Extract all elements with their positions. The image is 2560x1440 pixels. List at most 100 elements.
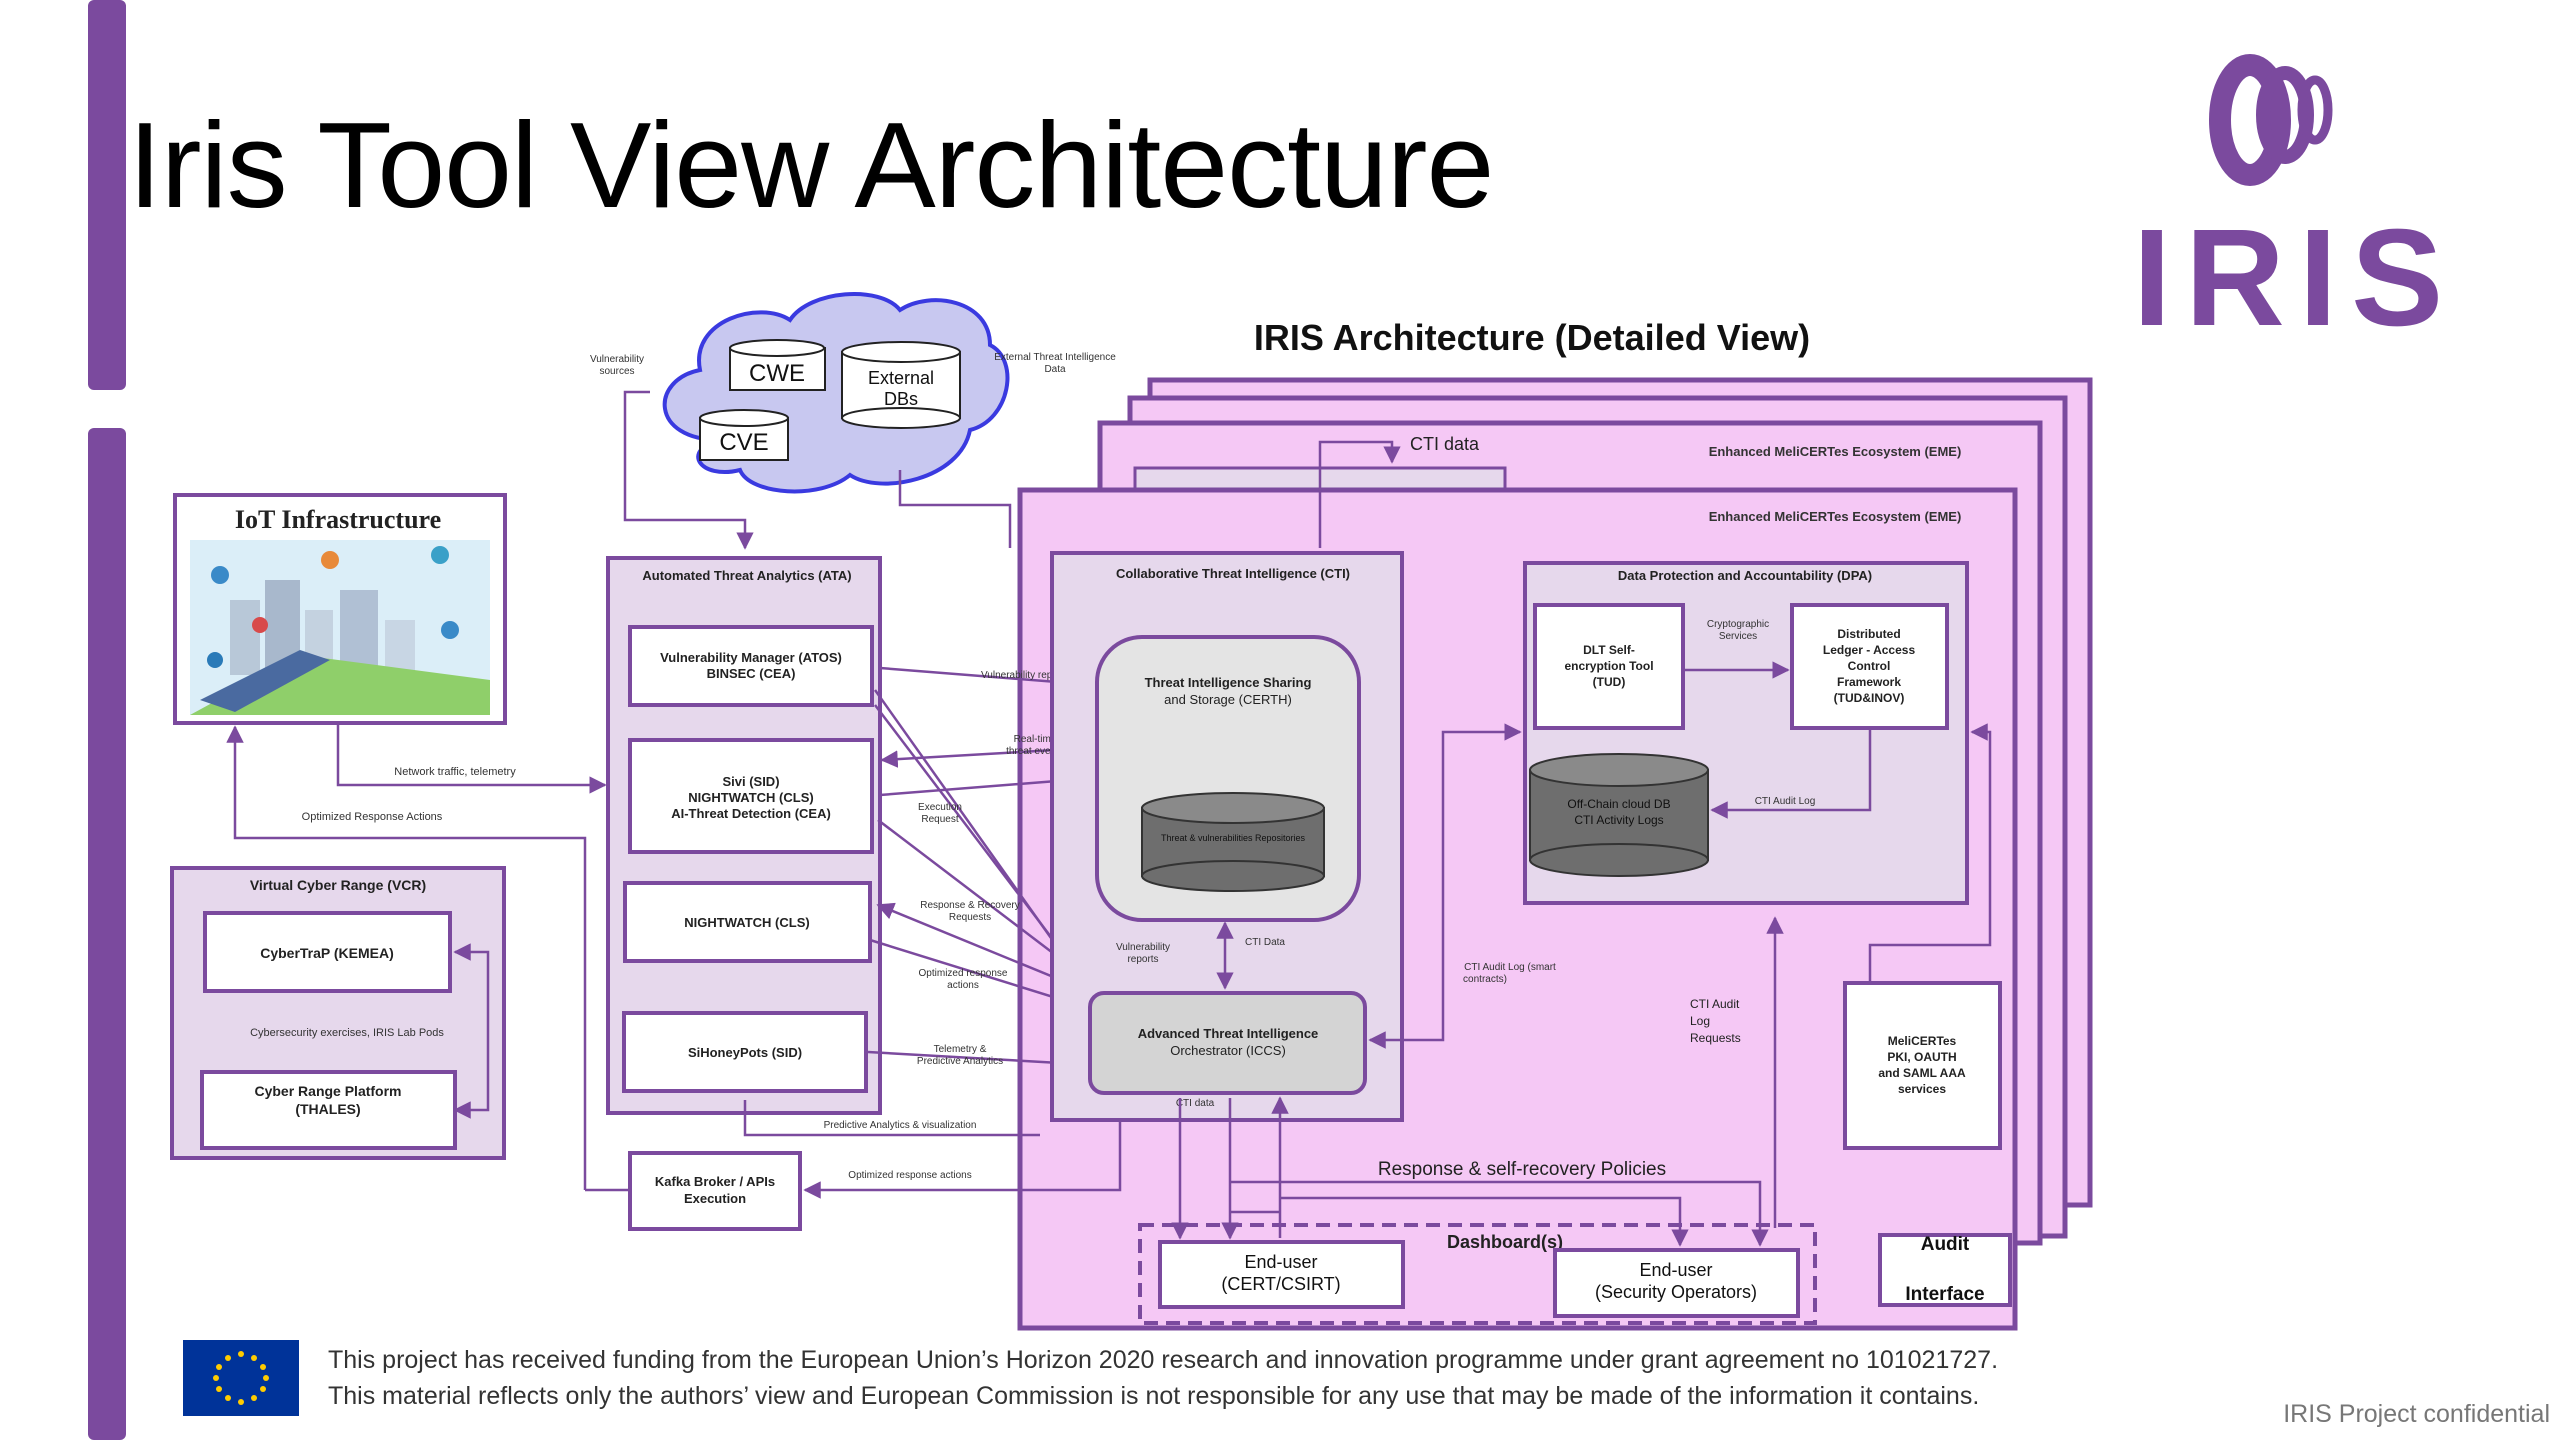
ata-box: Automated Threat Analytics (ATA) Vulnera…: [606, 556, 882, 1115]
vuln-sources-label-2: sources: [599, 366, 634, 377]
cti-title: Collaborative Threat Intelligence (CTI): [1116, 566, 1350, 581]
sivi-label-3: AI-Threat Detection (CEA): [671, 806, 831, 821]
ledger-label-2: Ledger - Access: [1823, 643, 1916, 657]
dashboard-region: Dashboard(s) End-user (CERT/CSIRT) End-u…: [1138, 1223, 1817, 1325]
flow-telemetry-label-1: Telemetry &: [934, 1044, 987, 1055]
vcr-box: Virtual Cyber Range (VCR) CyberTraP (KEM…: [170, 866, 506, 1160]
ata-title: Automated Threat Analytics (ATA): [642, 568, 851, 583]
offchain-label-1: Off-Chain cloud DB: [1567, 797, 1670, 811]
cve-database: CVE: [699, 409, 789, 461]
cti-data-top-label: CTI data: [1410, 434, 1480, 454]
dlt-box: [1533, 603, 1685, 730]
meli-to-dpa-arrow: [1868, 723, 1992, 983]
cti-box: Collaborative Threat Intelligence (CTI) …: [1050, 551, 1404, 1122]
orchestrator-to-dpa-arrow: [1368, 723, 1522, 1049]
accent-bar-top: [88, 0, 126, 390]
external-dbs-database: External DBs: [841, 341, 961, 429]
ledger-label-4: Framework: [1837, 675, 1901, 689]
vuln-manager-label-1: Vulnerability Manager (ATOS): [660, 650, 842, 665]
optimized-response-to-iot-arrow: [226, 725, 587, 1190]
ext-threat-label-1: External Threat Intelligence: [994, 352, 1116, 363]
meli-label-3: and SAML AAA: [1878, 1066, 1966, 1080]
sivi-label-2: NIGHTWATCH (CLS): [688, 790, 813, 805]
flow-realtime-label-2: threat events: [1006, 746, 1064, 757]
flow-predictive-label: Predictive Analytics & visualization: [824, 1120, 977, 1131]
flow-optimized-response-label-2: actions: [947, 980, 979, 991]
enduser-cert-box: [1158, 1240, 1405, 1309]
kafka-label-1: Kafka Broker / APIs: [655, 1174, 775, 1189]
eme-label-back: Enhanced MeliCERTes Ecosystem (EME): [1709, 444, 1962, 459]
sivi-box: [628, 738, 874, 854]
network-traffic-label: Network traffic, telemetry: [394, 766, 516, 778]
iot-title: IoT Infrastructure: [235, 505, 441, 534]
meli-label-2: PKI, OAUTH: [1887, 1050, 1956, 1064]
ledger-label-1: Distributed: [1837, 627, 1900, 641]
crypto-label-1: Cryptographic: [1707, 619, 1769, 630]
repository-label: Threat & vulnerabilities Repositories: [1161, 833, 1306, 843]
flow-execution-label-2: Request: [921, 814, 958, 825]
cti-data-loop-arrow: [1318, 440, 1401, 548]
sihoneypots-box: [622, 1011, 868, 1093]
sihoneypots-label: SiHoneyPots (SID): [688, 1045, 802, 1060]
orchestrator-box: [1088, 991, 1367, 1095]
eme-label-front: Enhanced MeliCERTes Ecosystem (EME): [1709, 509, 1962, 524]
flow-optimized-actions-label: Optimized response actions: [848, 1170, 971, 1181]
offchain-label-2: CTI Activity Logs: [1574, 813, 1663, 827]
kafka-box: Kafka Broker / APIs Execution: [628, 1151, 802, 1231]
cloud-to-ata-arrow: [623, 390, 754, 550]
flow-response-req-label-1: Response & Recovery: [920, 900, 1020, 911]
ext-threat-label-2: Data: [1044, 364, 1066, 375]
crypto-label-2: Services: [1719, 631, 1757, 642]
flow-execution-label-1: Execution: [918, 802, 962, 813]
cti-audit-req-label-2: Log: [1690, 1014, 1710, 1028]
cve-label: CVE: [719, 429, 768, 456]
dashboard-title: Dashboard(s): [1447, 1232, 1563, 1252]
vuln-sources-label-1: Vulnerability: [590, 354, 644, 365]
orchestrator-label-2: Orchestrator (ICCS): [1170, 1043, 1286, 1058]
cti-data-low-label: CTI data: [1176, 1098, 1215, 1109]
kafka-label-2: Execution: [684, 1191, 746, 1206]
cyber-range-platform-box: [200, 1070, 457, 1150]
orchestrator-label-1: Advanced Threat Intelligence: [1138, 1026, 1319, 1041]
response-policies-label: Response & self-recovery Policies: [1378, 1159, 1666, 1180]
flow-response-req-label-2: Requests: [949, 912, 991, 923]
iot-city-icon: [190, 546, 490, 715]
ti-sharing-label-2: and Storage (CERTH): [1164, 692, 1292, 707]
enduser-sec-box: [1553, 1248, 1800, 1318]
confidential-label: IRIS Project confidential: [2283, 1400, 2550, 1428]
iot-to-ata-arrow: [336, 723, 607, 794]
threat-repository-database: Threat & vulnerabilities Repositories: [1141, 792, 1325, 892]
offchain-database: Off-Chain cloud DB CTI Activity Logs: [1529, 753, 1709, 877]
enduser-sec-label-1: End-user: [1639, 1260, 1712, 1280]
footer-disclaimer-text: This material reflects only the authors’…: [328, 1382, 1980, 1410]
ledger-to-offchain-arrow: [1710, 728, 1872, 819]
vuln-reports2-label-1: Vulnerability: [1116, 942, 1170, 953]
accent-bar-bottom: [88, 428, 126, 1440]
cti-audit-smart-label-1: CTI Audit Log (smart: [1464, 962, 1556, 973]
cwe-label: CWE: [749, 360, 805, 387]
melicertes-box: MeliCERTes PKI, OAUTH and SAML AAA servi…: [1843, 981, 2002, 1150]
meli-label-1: MeliCERTes: [1888, 1034, 1957, 1048]
nightwatch-box: [623, 881, 872, 963]
nightwatch-label: NIGHTWATCH (CLS): [684, 915, 809, 930]
cwe-database: CWE: [729, 339, 826, 391]
cyber-range-platform-label-2: (THALES): [295, 1101, 360, 1117]
vuln-manager-label-2: BINSEC (CEA): [707, 666, 796, 681]
external-dbs-label-2: DBs: [884, 389, 918, 409]
enduser-cert-label-1: End-user: [1244, 1252, 1317, 1272]
cyber-range-platform-label-1: Cyber Range Platform: [254, 1083, 401, 1099]
footer-funding-text: This project has received funding from t…: [328, 1346, 1999, 1374]
ledger-label-3: Control: [1848, 659, 1891, 673]
meli-label-4: services: [1898, 1082, 1946, 1096]
dlt-label-3: (TUD): [1593, 675, 1626, 689]
iot-infrastructure-box: IoT Infrastructure: [173, 493, 507, 725]
dlt-label-1: DLT Self-: [1583, 643, 1635, 657]
page-title: Iris Tool View Architecture: [128, 97, 1494, 233]
optimized-response-label: Optimized Response Actions: [302, 811, 443, 823]
cti-audit-req-label-1: CTI Audit: [1690, 997, 1740, 1011]
vuln-manager-box: [628, 625, 874, 707]
ledger-label-5: (TUD&INOV): [1834, 691, 1905, 705]
cybertrap-label: CyberTraP (KEMEA): [260, 945, 394, 961]
audit-label-2: Interface: [1905, 1284, 1984, 1305]
